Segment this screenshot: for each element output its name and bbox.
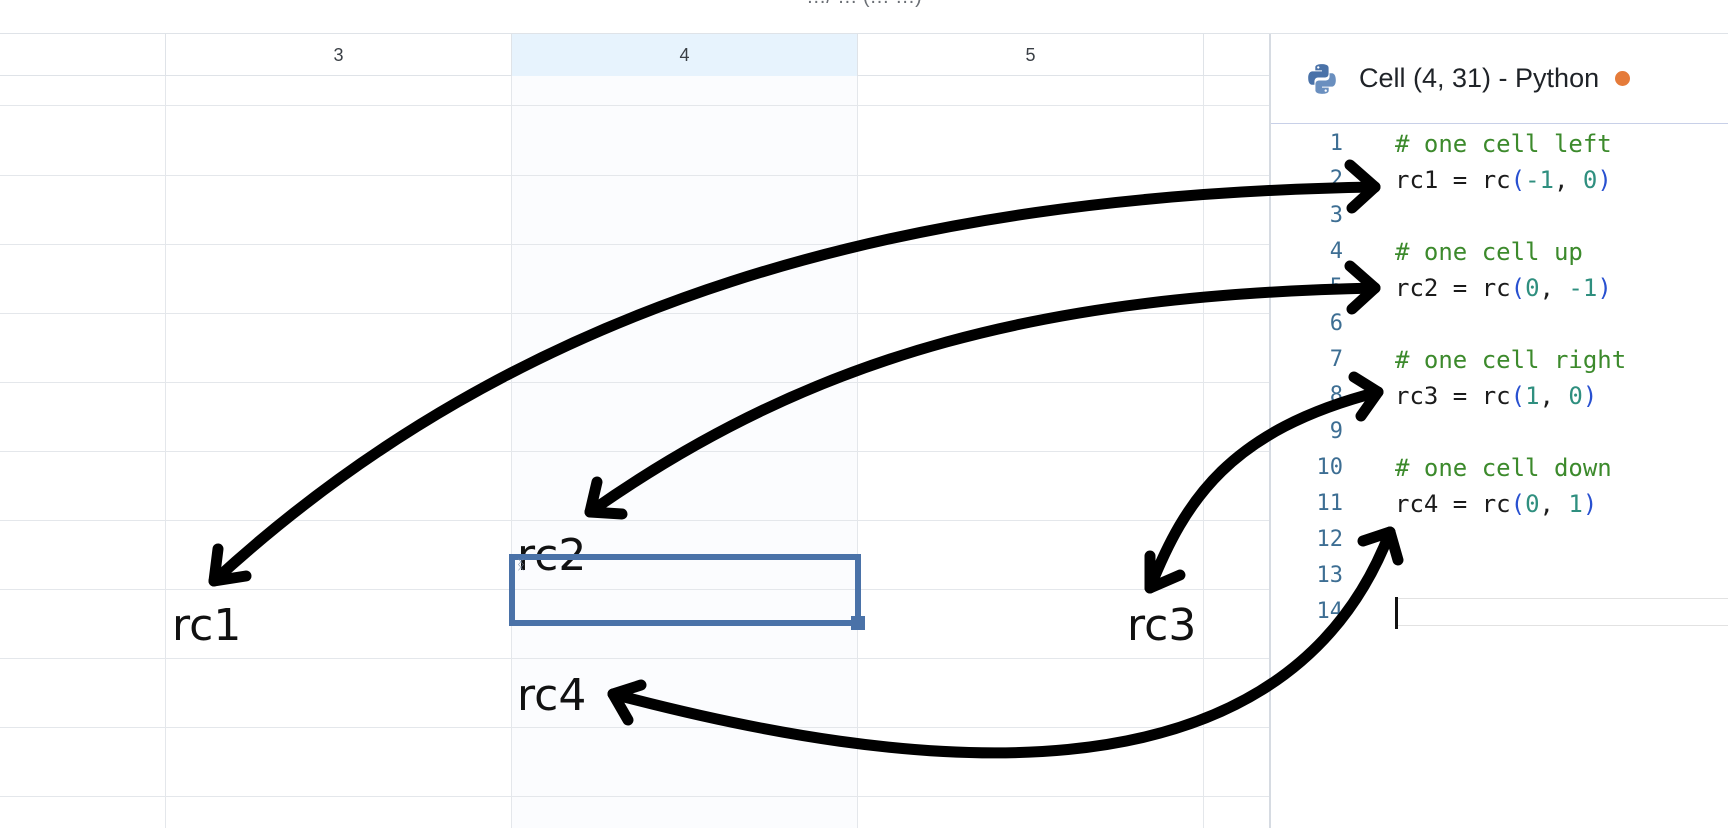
code-comment: # one cell up <box>1395 238 1583 266</box>
grid-line <box>0 727 1270 728</box>
code-number: 0 <box>1582 166 1598 194</box>
code-number: -1 <box>1568 274 1598 302</box>
column-header-3[interactable]: 3 <box>166 34 512 76</box>
code-variable: rc3 <box>1395 382 1439 410</box>
spreadsheet-grid[interactable]: 3 4 5 <box>0 34 1270 828</box>
column-header-2[interactable] <box>0 34 166 76</box>
code-line: 10 # one cell down <box>1271 450 1728 486</box>
grid-line <box>0 520 1270 521</box>
fill-handle[interactable] <box>851 616 865 630</box>
code-line: 1 # one cell left <box>1271 126 1728 162</box>
line-number: 14 <box>1316 599 1344 624</box>
text-caret <box>1395 597 1398 629</box>
grid-line <box>0 382 1270 383</box>
title-bar: …/ … (… …) <box>0 0 1728 34</box>
code-line: 13 <box>1271 558 1728 594</box>
line-number: 11 <box>1316 491 1344 516</box>
code-editor-panel: Cell (4, 31) - Python 1 # one cell left … <box>1269 34 1728 828</box>
python-icon <box>1308 63 1336 94</box>
grid-line <box>1203 76 1204 828</box>
line-number: 4 <box>1329 239 1343 264</box>
line-number: 10 <box>1316 455 1344 480</box>
line-number: 12 <box>1316 527 1344 552</box>
column-header-row: 3 4 5 <box>0 34 1270 76</box>
grid-line <box>0 105 1270 106</box>
column-header-4[interactable]: 4 <box>512 34 858 76</box>
code-number: 0 <box>1525 490 1540 518</box>
cell-code-marker-icon: ᛝ <box>517 558 525 573</box>
code-comment: # one cell down <box>1395 454 1612 482</box>
code-line: 5 rc2 = rc(0, -1) <box>1271 270 1728 306</box>
code-line: 6 <box>1271 306 1728 342</box>
grid-line <box>511 76 512 828</box>
code-line: 3 <box>1271 198 1728 234</box>
code-line: 12 <box>1271 522 1728 558</box>
window-title: …/ … (… …) <box>0 0 1728 9</box>
grid-line <box>0 244 1270 245</box>
code-comment: # one cell right <box>1395 346 1627 374</box>
code-variable: rc1 <box>1395 166 1439 194</box>
grid-line <box>0 658 1270 659</box>
grid-line <box>857 76 858 828</box>
code-variable: rc4 <box>1395 490 1439 518</box>
selected-cell-cursor[interactable]: ᛝ <box>509 554 865 630</box>
code-comment: # one cell left <box>1395 130 1612 158</box>
line-number: 13 <box>1316 563 1344 588</box>
grid-line <box>165 76 166 828</box>
code-variable: rc2 <box>1395 274 1439 302</box>
code-number: -1 <box>1525 166 1554 194</box>
code-number: 0 <box>1525 274 1540 302</box>
line-number: 1 <box>1329 131 1343 156</box>
code-line: 4 # one cell up <box>1271 234 1728 270</box>
code-line: 2 rc1 = rc(-1, 0) <box>1271 162 1728 198</box>
grid-line <box>0 796 1270 797</box>
cell-rc3[interactable]: rc3 <box>1127 600 1197 651</box>
line-number: 5 <box>1329 275 1343 300</box>
code-line: 11 rc4 = rc(0, 1) <box>1271 486 1728 522</box>
grid-line <box>0 313 1270 314</box>
cell-rc4[interactable]: rc4 <box>517 670 587 721</box>
editor-title: Cell (4, 31) - Python <box>1359 63 1600 93</box>
active-line-highlight <box>1395 598 1728 626</box>
grid-line <box>0 175 1270 176</box>
code-line: 8 rc3 = rc(1, 0) <box>1271 378 1728 414</box>
line-number: 9 <box>1329 419 1343 444</box>
editor-header: Cell (4, 31) - Python <box>1271 34 1728 124</box>
column-header-5[interactable]: 5 <box>858 34 1204 76</box>
code-line: 7 # one cell right <box>1271 342 1728 378</box>
code-line-active[interactable]: 14 <box>1271 594 1728 630</box>
unsaved-indicator <box>1615 71 1631 86</box>
code-number: 1 <box>1525 382 1540 410</box>
line-number: 6 <box>1329 311 1343 336</box>
cell-rc1[interactable]: rc1 <box>172 600 242 651</box>
line-number: 2 <box>1329 167 1343 192</box>
line-number: 3 <box>1329 203 1343 228</box>
line-number: 8 <box>1329 383 1343 408</box>
code-line: 9 <box>1271 414 1728 450</box>
grid-line <box>0 451 1270 452</box>
code-number: 1 <box>1568 490 1583 518</box>
line-number: 7 <box>1329 347 1343 372</box>
code-number: 0 <box>1568 382 1583 410</box>
